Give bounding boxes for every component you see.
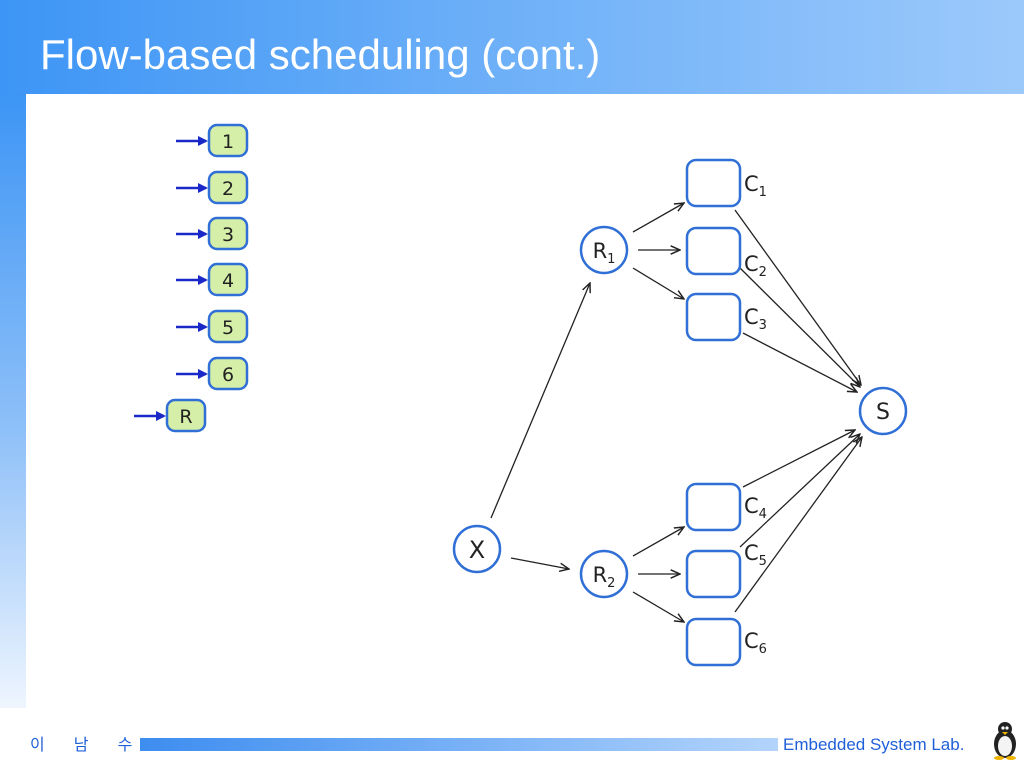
queue-item-5: 5 [176, 309, 249, 344]
side-accent-bar [0, 94, 26, 708]
node-label: C4 [744, 494, 767, 522]
queue-label: R [179, 406, 192, 428]
node-label: C3 [744, 305, 767, 333]
queue-label: 3 [222, 224, 234, 246]
footer-author: 이 남 수 [30, 735, 145, 754]
node-c3: C3 [685, 292, 767, 342]
node-s: S [858, 386, 908, 436]
node-c2: C2 [685, 226, 767, 280]
queue-label: 4 [222, 270, 234, 292]
queue-box [207, 216, 249, 251]
edge-r2-c6 [632, 591, 684, 622]
node-label: R1 [593, 239, 616, 267]
node-label: C6 [744, 629, 767, 657]
node-r2: R2 [579, 549, 629, 599]
slide-title: Flow-based scheduling (cont.) [40, 31, 601, 78]
queue-box [207, 262, 249, 297]
node-label: X [469, 536, 485, 564]
node-label: C5 [744, 541, 767, 569]
edge-r1-c3 [632, 267, 684, 299]
node-box [685, 482, 742, 532]
edge-c2-s [739, 267, 860, 387]
node-c5: C5 [685, 541, 767, 599]
queue-label: 6 [222, 364, 234, 386]
queue-label: 2 [222, 178, 234, 200]
edge-c3-s [742, 332, 857, 392]
queue-item-3: 3 [176, 216, 249, 251]
queue-box [207, 356, 249, 391]
node-label: S [876, 400, 890, 425]
queue-item-4: 4 [176, 262, 249, 297]
penguin-icon [994, 722, 1016, 760]
queue-label: 1 [222, 131, 234, 153]
edge-x-r1 [490, 283, 590, 519]
edge-c4-s [742, 430, 855, 488]
queue-item-1: 1 [176, 123, 249, 158]
edge-c5-s [739, 434, 860, 548]
queue-box [207, 123, 249, 158]
node-circle [579, 549, 629, 599]
footer-bar [140, 738, 778, 751]
title-bar [0, 0, 1024, 94]
node-c6: C6 [685, 617, 767, 667]
node-label: R2 [593, 563, 616, 591]
edge-x-r2 [510, 557, 569, 569]
node-x: X [452, 524, 502, 574]
node-circle [452, 524, 502, 574]
graph-edges [490, 203, 862, 622]
queue-box [207, 309, 249, 344]
edge-r2-c4 [632, 527, 684, 557]
queue: 1 2 3 4 5 6 R [134, 123, 249, 433]
queue-label: 5 [222, 317, 234, 339]
node-box [685, 226, 742, 276]
edge-c1-s [734, 209, 861, 385]
node-box [685, 292, 742, 342]
node-r1: R1 [579, 225, 629, 275]
queue-item-6: 6 [176, 356, 249, 391]
footer-lab-name: Embedded System Lab. [783, 735, 965, 754]
node-circle [579, 225, 629, 275]
node-circle [858, 386, 908, 436]
queue-box [165, 398, 207, 433]
node-box [685, 549, 742, 599]
queue-item-r: R [134, 398, 207, 433]
node-label: C2 [744, 252, 767, 280]
node-c1: C1 [685, 158, 767, 208]
node-c4: C4 [685, 482, 767, 532]
node-label: C1 [744, 172, 767, 200]
queue-box [207, 170, 249, 205]
edge-r1-c1 [632, 203, 684, 233]
queue-item-2: 2 [176, 170, 249, 205]
node-box [685, 158, 742, 208]
node-box [685, 617, 742, 667]
edge-c6-s [734, 437, 862, 613]
